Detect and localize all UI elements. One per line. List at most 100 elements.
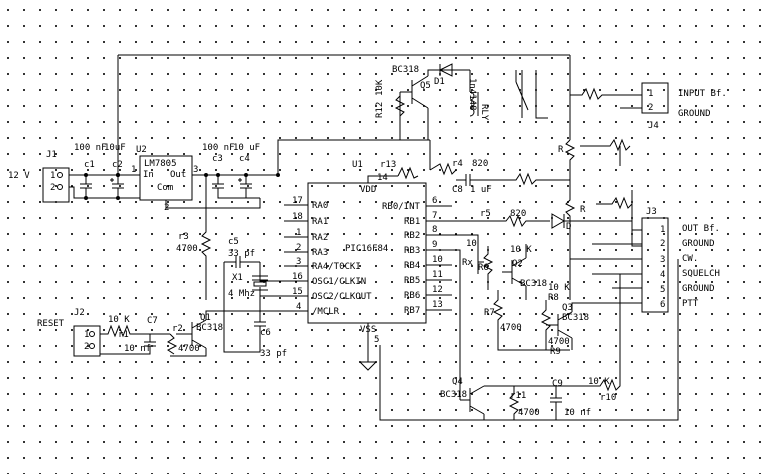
c9-capacitor (550, 386, 562, 420)
j3-label1: OUT Bf. (682, 224, 720, 234)
q5-part: BC318 (392, 65, 419, 75)
relay-section: BC318 Q5 10K R12 D1 1n4148 RLY (116, 54, 570, 177)
j4-label2: GROUND (678, 109, 711, 119)
r11-ref: r11 (510, 391, 526, 401)
top-supply-wire (117, 54, 570, 175)
r5-ref: r5 (480, 209, 491, 219)
d1-ref: D1 (434, 77, 445, 87)
r8-ref: R8 (548, 293, 559, 303)
r5-resistor (452, 214, 550, 228)
j2-pin2: 2 (84, 342, 89, 352)
c5-capacitor (224, 256, 260, 268)
r1-resistor (100, 324, 170, 338)
u1-ref: U1 (352, 160, 363, 170)
input-resistor (570, 87, 642, 109)
output-resistor (596, 190, 642, 247)
j1-connector (42, 167, 70, 203)
u1-pin-name: RB1 (404, 217, 420, 227)
r1-ref: r1 (118, 330, 129, 340)
power-supply-section: J1 1 2 12 V c1 100 nF c2 10uF U2 LM7805 … (8, 139, 430, 213)
r10-ref: r10 (600, 393, 616, 403)
r7-ref: R7 (484, 308, 495, 318)
level-trim-resistor (580, 138, 631, 166)
power-leads (367, 175, 398, 360)
oscillator-section: c5 33 pf X1 4 Mhz c6 33 pf r3 4700 (176, 175, 287, 359)
u2-pin1: 1 (131, 165, 136, 175)
q1-part: BC318 (196, 323, 223, 333)
r6-potentiometer (478, 246, 494, 290)
c5-value: 33 pf (228, 249, 255, 259)
r3-ref: r3 (178, 232, 189, 242)
d1-diode (438, 63, 453, 77)
j2-connector (73, 325, 101, 357)
u1-pin-name: RB3 (404, 246, 420, 256)
u1-pin-name: OSC1/CLKIN (312, 277, 366, 287)
x1-ref: X1 (232, 273, 243, 283)
j3-pin4: 4 (660, 270, 665, 280)
j1-pin1-terminal (57, 172, 63, 178)
u1-pin-name: RB2 (404, 231, 420, 241)
q2-transistor (502, 244, 527, 300)
q5-ref: Q5 (420, 81, 431, 91)
c8-capacitor (456, 172, 570, 186)
rr-ref: R (558, 145, 564, 155)
q3-ref: Q3 (562, 303, 573, 313)
c8-ref: C8 (452, 185, 463, 195)
q4-transistor (460, 385, 580, 420)
c7-ref: C7 (147, 316, 158, 326)
r2-ref: r2 (172, 324, 183, 334)
u2-ref: U2 (136, 145, 147, 155)
u1-pin-num: 12 (432, 285, 443, 295)
j3-label4: SQUELCH (682, 269, 720, 279)
u1-microcontroller: U1 PIC16F84 VDD VSS 14 5 17 18 1 2 3 16 … (284, 160, 452, 371)
q5-transistor (400, 69, 470, 140)
c8-value: 1 uF (470, 185, 492, 195)
ground-rail-left (69, 186, 141, 200)
u1-pin-vdd: 14 (377, 173, 388, 183)
r4-value: 820 (472, 159, 488, 169)
j3-section: J3 1 2 3 4 5 6 OUT Bf. GROUND CW. SQUELC… (570, 207, 720, 313)
c9-ref: C9 (552, 379, 563, 389)
rx-ref: Rx (462, 258, 473, 268)
u1-pin-num: 11 (432, 270, 443, 280)
j4-connector (641, 82, 669, 114)
u1-pin-name: /MCLR (312, 307, 340, 317)
j1-label: 12 V (8, 171, 30, 181)
u1-pin-num: 9 (432, 240, 437, 250)
ground-symbol (358, 360, 378, 371)
squelch-pot (565, 190, 576, 300)
u1-pin-name: RA1 (312, 217, 328, 227)
junction-dot (116, 173, 120, 177)
r12-resistor (394, 92, 406, 140)
r4-resistor (429, 140, 457, 176)
c9-value: 10 nf (564, 408, 591, 418)
rx-value: 10 (466, 239, 477, 249)
j4-ref: J4 (648, 121, 659, 131)
r4-ref: r4 (452, 159, 463, 169)
c2-capacitor (110, 175, 124, 198)
q2-ref: Q2 (512, 259, 523, 269)
u1-pin-name: RB7 (404, 306, 420, 316)
rr-ref-2: R (580, 205, 586, 215)
j3-pin6: 6 (660, 300, 665, 310)
j3-label5: GROUND (682, 284, 715, 294)
u1-pin-num: 3 (296, 257, 301, 267)
rly-coil (469, 70, 479, 117)
cw-section: Q4 BC318 r11 4700 C9 10 nf 10 K r10 (379, 259, 679, 421)
u2-pin3: 3 (193, 165, 198, 175)
j4-label1: INPUT Bf. (678, 89, 727, 99)
u1-vdd: VDD (360, 185, 376, 195)
u1-pin-name: RA0 (312, 201, 328, 211)
audio-filter-section: r13 r4 820 C8 1 uF (380, 140, 570, 195)
j2-pin1-terminal (89, 331, 95, 337)
j3-ref: J3 (646, 207, 657, 217)
r9-value: 4700 (548, 337, 570, 347)
c2-ref: c2 (112, 160, 123, 170)
j1-pin2: 2 (50, 183, 55, 193)
q3-part: BC318 (562, 313, 589, 323)
reset-section: J2 RESET 1 2 10 K r1 C7 10 nf r2 4700 Q1… (37, 308, 284, 357)
r2-resistor (167, 333, 178, 355)
c3-capacitor (212, 175, 260, 199)
x1-value: 4 Mhz (228, 289, 255, 299)
